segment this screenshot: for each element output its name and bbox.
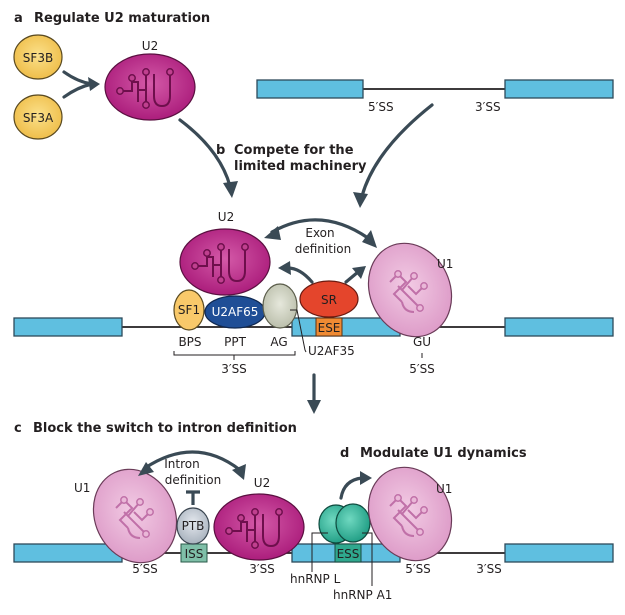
down-arrowhead [307, 400, 321, 414]
ss5-label-top: 5′SS [368, 100, 394, 114]
hnrnp-push-arrowhead [360, 471, 372, 485]
ss3-label-c: 3′SS [249, 562, 275, 576]
u1-snrnp-d [367, 466, 453, 562]
exon-bottom-left [13, 543, 123, 563]
u2af65-protein: U2AF65 [204, 295, 266, 329]
iss-element: ISS [180, 543, 208, 563]
exon-b-left [13, 317, 123, 337]
u2-label-b: U2 [218, 210, 234, 224]
panel-b-letter: b [216, 143, 225, 158]
u2-to-b-arrowhead [223, 181, 238, 198]
intron-definition-label-2: definition [165, 473, 221, 487]
ss5-label-d: 5′SS [405, 562, 431, 576]
u2-label-a: U2 [142, 39, 158, 53]
sf1-label: SF1 [178, 303, 200, 317]
sf3b-arrow [62, 70, 94, 86]
intron-definition-label-1: Intron [164, 457, 199, 471]
hnrnp-a1-label: hnRNP A1 [333, 588, 392, 602]
ag-label: AG [270, 335, 287, 349]
ptb-label: PTB [182, 519, 205, 533]
hnrnp-push-arrow [339, 476, 364, 500]
panel-d-title: Modulate U1 dynamics [360, 446, 527, 461]
exon-top-left [256, 79, 364, 99]
exon-b-right [504, 317, 614, 337]
sf3b-protein: SF3B [13, 34, 63, 80]
exon-definition-label-2: definition [295, 242, 351, 256]
ss3-label-d: 3′SS [476, 562, 502, 576]
iss-label: ISS [185, 547, 204, 561]
ptb-protein: PTB [176, 507, 210, 545]
sf3b-label: SF3B [23, 51, 53, 65]
bps-label: BPS [178, 335, 201, 349]
u2af65-label: U2AF65 [212, 305, 259, 319]
exon-top-right [504, 79, 614, 99]
u2-to-b-arrow [178, 118, 232, 188]
u2-label-c: U2 [254, 476, 270, 490]
intron-definition-arrow [143, 450, 242, 472]
exon-bottom-right [504, 543, 614, 563]
panel-b-title-line2: limited machinery [234, 159, 367, 174]
intron-def-right-head [232, 464, 246, 480]
sf3a-protein: SF3A [13, 94, 63, 140]
premrna-to-b-arrow [360, 103, 434, 198]
sf3a-arrow [62, 82, 94, 99]
u2af35-leader [290, 309, 307, 353]
exon-definition-label-1: Exon [305, 226, 334, 240]
sf1-protein: SF1 [173, 289, 205, 331]
panel-d-letter: d [340, 446, 349, 461]
ese-element: ESE [315, 317, 343, 337]
u2-snrnp-a [104, 53, 196, 121]
inhibition-bar-icon [186, 490, 200, 505]
panel-b-title-line1: Compete for the [234, 143, 354, 158]
hnrnp-l-leader [311, 532, 328, 572]
ss3-label-top: 3′SS [475, 100, 501, 114]
sr-protein: SR [299, 280, 359, 318]
u1-label-d: U1 [436, 482, 452, 496]
hnrnp-l-label: hnRNP L [290, 572, 341, 586]
hnrnp-a1-protein [335, 503, 371, 543]
u2-snrnp-c [213, 493, 305, 561]
intron-def-left-head [138, 462, 154, 476]
sr-to-u2-arrowhead [278, 261, 291, 275]
gu-label: GU [413, 335, 431, 349]
panel-c-letter: c [14, 421, 22, 436]
panel-a-title: Regulate U2 maturation [34, 11, 210, 26]
hnrnp-a1-leader [362, 532, 373, 586]
panel-a-letter: a [14, 11, 23, 26]
ppt-label: PPT [224, 335, 246, 349]
sr-to-u1-arrow [344, 270, 360, 284]
ss3-bracket [173, 351, 296, 360]
ese-label: ESE [318, 321, 341, 335]
u1-label-c: U1 [74, 481, 90, 495]
exon-def-left-head [264, 226, 281, 240]
premrna-to-b-arrowhead [353, 192, 368, 208]
panel-c-title: Block the switch to intron definition [33, 421, 297, 436]
u2af35-protein [262, 283, 298, 329]
u1-snrnp-c [92, 468, 178, 564]
ess-element: ESS [334, 543, 362, 563]
u1-label-b: U1 [437, 257, 453, 271]
ss5-label-b: 5′SS [409, 362, 435, 376]
exon-definition-arrow [270, 218, 370, 240]
merge-arrowhead [88, 77, 100, 91]
sr-to-u2-arrow [286, 266, 314, 284]
sr-to-u1-arrowhead [352, 266, 366, 279]
u1-snrnp-b [367, 242, 453, 338]
ss5-label-c: 5′SS [132, 562, 158, 576]
exon-def-right-head [362, 230, 377, 248]
ss3-label-b: 3′SS [221, 362, 247, 376]
u2af35-label: U2AF35 [308, 344, 355, 358]
sf3a-label: SF3A [23, 111, 54, 125]
sr-label: SR [321, 293, 337, 307]
ess-label: ESS [337, 547, 360, 561]
u2-snrnp-b [179, 228, 271, 296]
